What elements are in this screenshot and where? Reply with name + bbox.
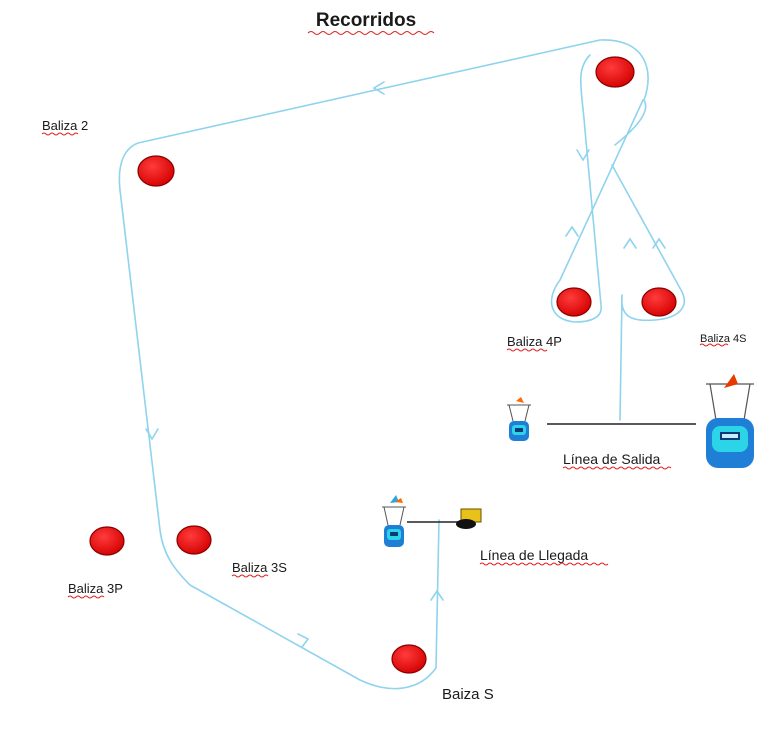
course-route (118, 39, 686, 690)
label-baliza-4p: Baliza 4P (507, 334, 562, 349)
arrow-icon (623, 237, 637, 249)
label-start-line: Línea de Salida (563, 451, 661, 467)
direction-arrows (145, 81, 666, 648)
start-line-group: Línea de Salida (547, 423, 696, 470)
arrow-icon (576, 149, 590, 162)
buoy-baliza-4s (641, 287, 677, 317)
label-finish-line: Línea de Llegada (480, 547, 588, 563)
buoy-baliza-3s (176, 525, 212, 555)
arrow-icon (297, 633, 310, 648)
label-baliza-s: Baiza S (442, 686, 494, 703)
route-descent-left (550, 54, 644, 323)
label-baliza-3p: Baliza 3P (68, 581, 123, 596)
buoy-baliza-2 (137, 155, 175, 187)
buoys (89, 56, 677, 674)
committee-boat-icon (706, 374, 754, 468)
title-spellcheck-underline (307, 31, 435, 35)
route-top-loop (614, 99, 647, 146)
buoy-labels: Baliza 2 Baliza 4P Baliza 4S Baliza 3P B… (41, 118, 746, 703)
buoy-baliza-3p (89, 526, 125, 556)
arrow-icon (145, 428, 159, 441)
arrow-icon (430, 589, 444, 601)
finish-line-group: Línea de Llegada (407, 508, 609, 566)
yellow-pin-buoy-icon (456, 508, 482, 529)
buoy-baliza-s (391, 644, 427, 674)
route-descent-right (611, 164, 686, 421)
route-main-loop (118, 39, 649, 690)
label-baliza-4s: Baliza 4S (700, 333, 746, 345)
buoy-baliza-4p (556, 287, 592, 317)
buoy-top (595, 56, 635, 88)
arrow-icon (652, 237, 666, 249)
label-baliza-3s: Baliza 3S (232, 560, 287, 575)
label-baliza-2: Baliza 2 (42, 118, 88, 133)
committee-boat-icon (507, 397, 531, 441)
committee-boat-icon (382, 495, 406, 547)
diagram-title: Recorridos (316, 10, 416, 31)
arrow-icon (372, 81, 385, 95)
arrow-icon (565, 225, 579, 237)
